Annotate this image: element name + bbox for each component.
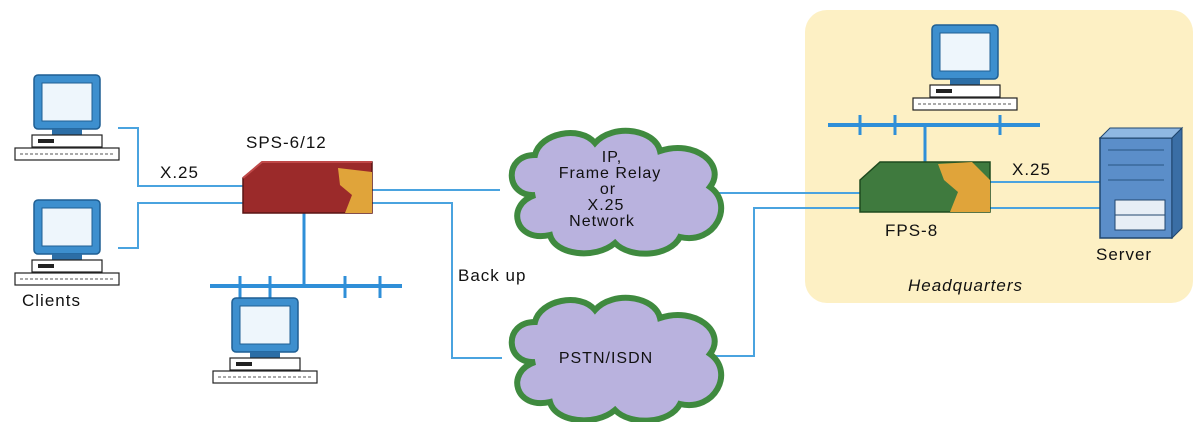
wan-cloud-label-line5: Network [569,213,635,230]
left-lan-bus [210,213,402,298]
headquarters-area [805,10,1193,303]
client-computer-bottom-icon [14,199,120,286]
server-icon [1098,126,1184,240]
x25-left-label: X.25 [160,163,199,182]
clients-label: Clients [22,291,81,310]
wan-cloud-label-line4: X.25 [588,197,625,214]
connection-lines [118,127,1100,359]
server-label: Server [1096,245,1152,264]
lan-computer-icon [212,297,318,384]
pstn-cloud-label: PSTN/ISDN [559,350,653,367]
hq-lan-bus [828,115,1040,168]
wan-cloud-label-line3: or [600,181,616,198]
x25-right-label: X.25 [1012,160,1051,179]
fps-label: FPS-8 [885,221,938,240]
wan-cloud-label-line2: Frame Relay [559,165,662,182]
backup-label: Back up [458,266,526,285]
fps-router-icon [859,161,991,213]
headquarters-label: Headquarters [908,276,1023,295]
sps-router-icon [242,161,373,214]
client-computer-top-icon [14,74,120,161]
wan-cloud-label-line1: IP, [602,149,623,166]
sps-label: SPS-6/12 [246,133,327,152]
